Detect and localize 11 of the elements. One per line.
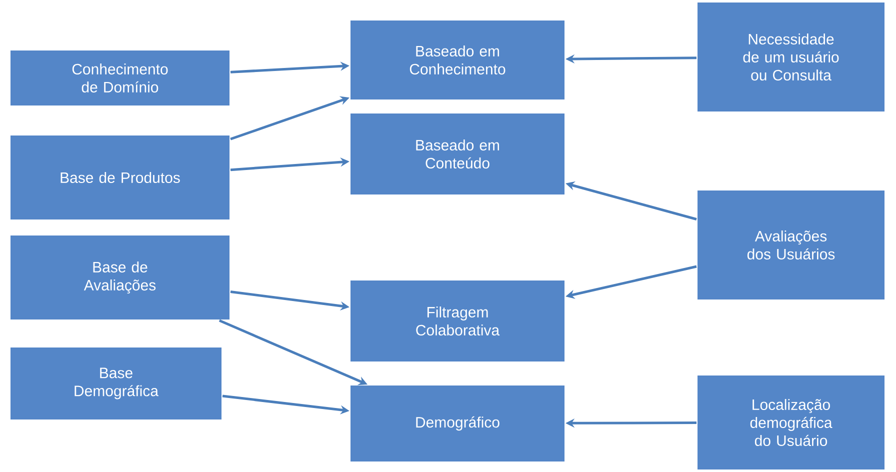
process-box: Avaliações dos Usuários <box>696 190 886 300</box>
process-box: Baseado em Conteúdo <box>350 112 566 196</box>
process-box: Localização demográfica do Usuário <box>696 374 886 470</box>
process-box: Demográfico <box>350 384 566 462</box>
process-box: Necessidade de um usuário ou Consulta <box>696 2 886 112</box>
process-box: Base de Avaliações <box>10 234 230 320</box>
process-box: Base Demográfica <box>10 346 222 420</box>
process-box: Base de Produtos <box>10 134 230 220</box>
process-box: Baseado em Conhecimento <box>350 20 566 100</box>
process-box: Conhecimento de Domínio <box>10 50 230 106</box>
process-box: Filtragem Colaborativa <box>350 280 566 362</box>
